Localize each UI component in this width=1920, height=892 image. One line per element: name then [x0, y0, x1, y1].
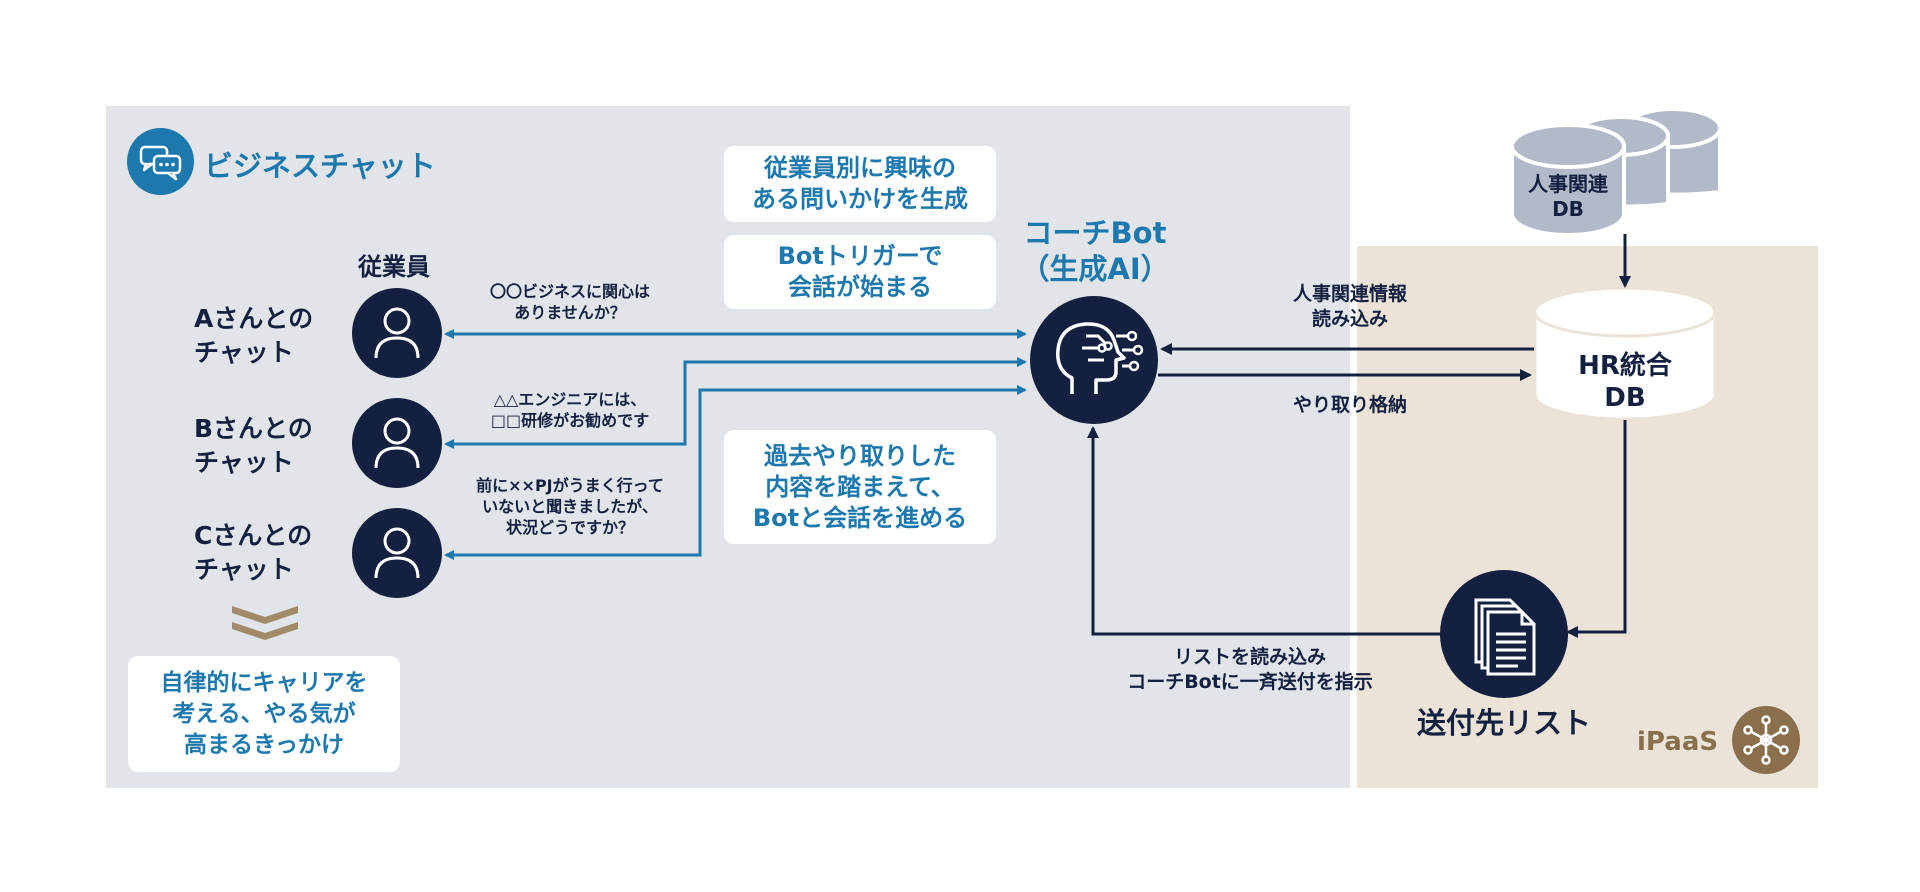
- flow-label-list: リストを読み込み コーチBotに一斉送付を指示: [1100, 645, 1400, 695]
- message-c-line2: いないと聞きましたが、: [482, 497, 658, 516]
- chat-panel-title: ビジネスチャット: [204, 149, 436, 183]
- send-list-label: 送付先リスト: [1416, 706, 1591, 740]
- chat-label-c-line1: Cさんとの: [194, 521, 313, 550]
- chat-label-b-line1: Bさんとの: [194, 414, 313, 443]
- bubble-generate-questions: 従業員別に興味の ある問いかけを生成: [724, 146, 996, 222]
- outcome-line2: 考える、やる気が: [172, 700, 356, 727]
- hr-related-db-line2: DB: [1552, 197, 1584, 221]
- person-icon: [352, 288, 442, 378]
- coach-bot-line2: （生成AI）: [1020, 252, 1170, 286]
- bubble-history-line2: 内容を踏まえて、: [765, 472, 955, 501]
- network-hub-icon: [1732, 706, 1800, 774]
- message-b: △△エンジニアには、 □□研修がお勧めです: [470, 389, 670, 431]
- message-b-line2: □□研修がお勧めです: [490, 411, 650, 430]
- outcome-line3: 高まるきっかけ: [183, 731, 345, 758]
- bubble-generate-line1: 従業員別に興味の: [764, 154, 956, 182]
- flow-label-load: 人事関連情報 読み込み: [1250, 282, 1450, 332]
- chat-label-a: Aさんとの チャット: [194, 302, 313, 370]
- outcome-box: 自律的にキャリアを 考える、やる気が 高まるきっかけ: [128, 656, 400, 772]
- chat-icon: [127, 128, 194, 195]
- message-b-line1: △△エンジニアには、: [493, 390, 647, 409]
- flow-list-line2: コーチBotに一斉送付を指示: [1127, 671, 1373, 693]
- chat-label-c-line2: チャット: [194, 555, 294, 584]
- flow-list-line1: リストを読み込み: [1173, 646, 1326, 668]
- chat-label-c: Cさんとの チャット: [194, 519, 312, 587]
- flow-store-line1: やり取り格納: [1292, 394, 1407, 416]
- hr-integrated-db-line2: DB: [1604, 383, 1646, 413]
- flow-load-line2: 読み込み: [1311, 308, 1388, 330]
- document-list-icon: [1440, 570, 1568, 698]
- chat-label-a-line2: チャット: [194, 338, 294, 367]
- message-c-line1: 前に××PJがうまく行って: [476, 476, 664, 495]
- bubble-history-line3: Botと会話を進める: [752, 503, 968, 532]
- message-c-line3: 状況どうですか？: [505, 518, 634, 537]
- coach-bot-label: コーチBot （生成AI）: [1010, 215, 1180, 287]
- ipaas-label: iPaaS: [1637, 727, 1719, 757]
- hr-related-db-label: 人事関連 DB: [1512, 172, 1624, 222]
- message-c: 前に××PJがうまく行って いないと聞きましたが、 状況どうですか？: [460, 475, 680, 538]
- person-icon: [352, 508, 442, 598]
- flow-load-line1: 人事関連情報: [1292, 283, 1407, 305]
- chat-label-b: Bさんとの チャット: [194, 412, 313, 480]
- bubble-bot-trigger: Botトリガーで 会話が始まる: [724, 235, 996, 309]
- bubble-generate-line2: ある問いかけを生成: [752, 185, 968, 213]
- message-a-line2: ありませんか？: [514, 303, 626, 322]
- coach-bot-line1: コーチBot: [1023, 216, 1167, 250]
- message-a: 〇〇ビジネスに関心は ありませんか？: [470, 281, 670, 323]
- message-a-line1: 〇〇ビジネスに関心は: [489, 282, 650, 301]
- flow-label-store: やり取り格納: [1250, 393, 1450, 418]
- person-icon: [352, 398, 442, 488]
- bubble-trigger-line2: 会話が始まる: [788, 273, 932, 301]
- chat-label-b-line2: チャット: [194, 448, 294, 477]
- employees-header: 従業員: [358, 253, 430, 281]
- bubble-history: 過去やり取りした 内容を踏まえて、 Botと会話を進める: [724, 430, 996, 544]
- outcome-line1: 自律的にキャリアを: [160, 669, 368, 696]
- chevron-down-icon: [230, 604, 300, 644]
- hr-integrated-db-line1: HR統合: [1578, 351, 1672, 381]
- bubble-trigger-line1: Botトリガーで: [777, 242, 943, 270]
- ai-brain-icon: [1030, 296, 1158, 424]
- chat-label-a-line1: Aさんとの: [194, 304, 314, 333]
- bubble-history-line1: 過去やり取りした: [764, 441, 956, 470]
- hr-related-db-line1: 人事関連: [1528, 172, 1608, 196]
- hr-integrated-db-label: HR統合 DB: [1535, 350, 1715, 414]
